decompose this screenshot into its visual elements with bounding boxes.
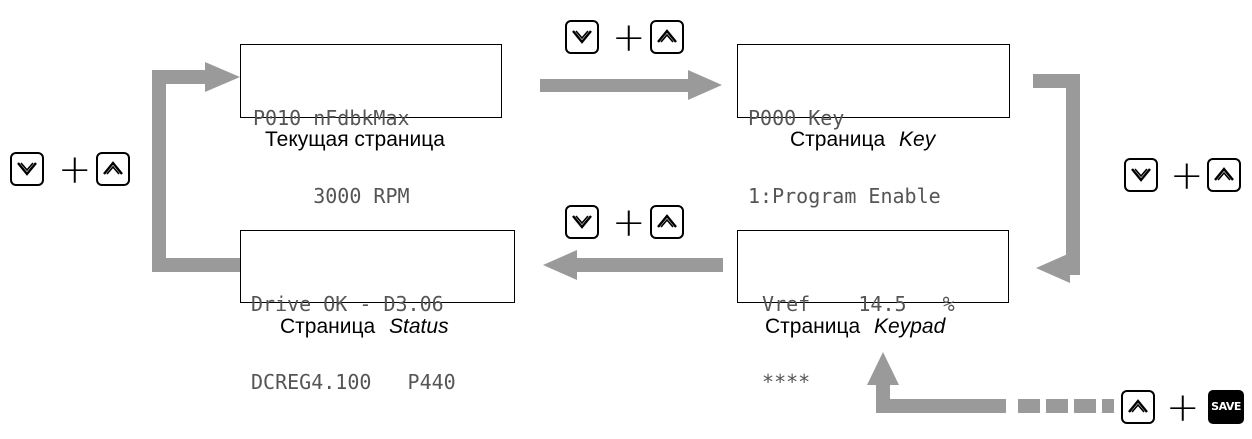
arrow-right-vertical-segment (1066, 74, 1080, 275)
caption-key-page: Страница Key (790, 128, 935, 152)
arrow-left-bottom-segment (152, 258, 240, 272)
caption-status-italic: Status (389, 315, 449, 338)
caption-current-page: Текущая страница (265, 128, 445, 152)
arrow-left-top-segment (152, 70, 207, 84)
up-arrow-key-icon (1121, 390, 1155, 424)
lcd-keypad-page: Vref 14.5 % **** (737, 230, 1009, 394)
arrow-left-head (205, 62, 240, 92)
up-arrow-key-icon (96, 152, 130, 186)
arrow-bottom-shaft (575, 258, 723, 272)
lcd-line-2: **** (750, 370, 811, 394)
lcd-line-2: 1:Program Enable (748, 184, 941, 208)
save-key-icon: SAVE (1208, 390, 1244, 424)
caption-keypad-page: Страница Keypad (765, 315, 945, 339)
plus-sign: + (1170, 153, 1204, 199)
lcd-line-1: Vref 14.5 % (750, 292, 955, 316)
lcd-line-2: 3000 RPM (253, 184, 410, 208)
arrow-save-dash-1 (1018, 399, 1040, 413)
arrow-top-head (688, 70, 722, 100)
down-arrow-key-icon (1124, 158, 1158, 192)
plus-sign: + (612, 200, 646, 246)
arrow-save-dash-4 (1102, 399, 1114, 413)
caption-status-page: Страница Status (280, 315, 449, 339)
up-arrow-key-icon (650, 205, 684, 239)
lcd-status-page: Drive OK - D3.06 DCREG4.100 P440 (240, 230, 515, 394)
lcd-current-page: P010 nFdbkMax 3000 RPM (240, 44, 502, 208)
up-arrow-key-icon (650, 20, 684, 54)
arrow-save-dash-2 (1046, 399, 1068, 413)
caption-keypad-italic: Keypad (874, 315, 946, 338)
caption-status-prefix: Страница (280, 315, 376, 338)
caption-key-italic: Key (899, 128, 936, 151)
arrow-right-bottom-segment (1068, 261, 1080, 275)
plus-sign: + (58, 147, 92, 193)
caption-keypad-prefix: Страница (765, 315, 861, 338)
caption-key-prefix: Страница (790, 128, 886, 151)
arrow-save-head (867, 352, 899, 385)
lcd-line-1: P000 Key (748, 106, 845, 130)
caption-current-text: Текущая страница (265, 128, 445, 151)
lcd-key-page: P000 Key 1:Program Enable (737, 44, 1010, 208)
lcd-line-1: P010 nFdbkMax (253, 106, 410, 130)
down-arrow-key-icon (565, 205, 599, 239)
lcd-line-2: DCREG4.100 P440 (251, 370, 456, 394)
arrow-save-horizontal-solid (876, 399, 1006, 413)
arrow-left-vertical-segment (152, 70, 166, 272)
arrow-save-dash-3 (1074, 399, 1096, 413)
arrow-bottom-head (543, 250, 577, 280)
plus-sign: + (1166, 385, 1200, 431)
plus-sign: + (612, 15, 646, 61)
lcd-line-1: Drive OK - D3.06 (251, 292, 444, 316)
arrow-right-head (1036, 253, 1070, 283)
down-arrow-key-icon (10, 152, 44, 186)
down-arrow-key-icon (565, 20, 599, 54)
arrow-top-shaft (540, 79, 690, 92)
up-arrow-key-icon (1207, 158, 1241, 192)
